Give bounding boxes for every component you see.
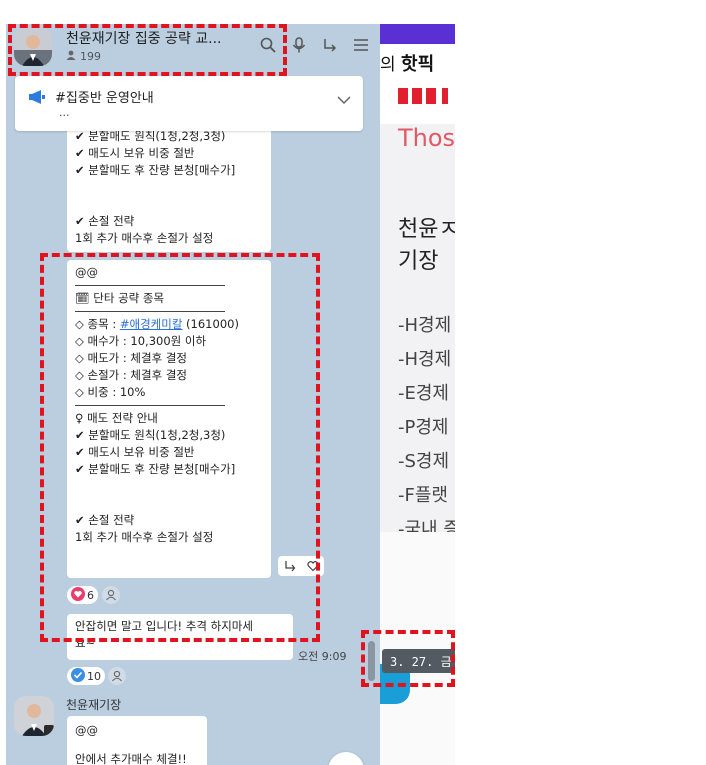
stop-line: 1회 추가 매수후 손절가 설정 — [75, 530, 214, 544]
message-line: @@ — [75, 723, 98, 737]
divider — [75, 285, 225, 286]
mic-icon[interactable] — [290, 36, 308, 54]
message-line: ✔ 분할매도 원칙(1청,2청,3청) — [75, 129, 226, 143]
heart-count: 6 — [87, 588, 94, 602]
mention-text: @@ — [75, 265, 98, 279]
chatroom-title: 천윤재기장 집중 공략 교... — [66, 31, 222, 47]
thos-text: Thos — [398, 124, 455, 152]
message-line: ✔ 매도시 보유 비중 절반 — [75, 146, 195, 160]
chat-panel: 천윤재기장 집중 공략 교... 199 ✔ 분할매도 원칙(1청,2청,3청) — [6, 24, 380, 765]
megaphone-icon — [29, 89, 45, 108]
detail-line: ◇ 손절가 : 체결후 결정 — [75, 368, 187, 382]
detail-line: ◇ 비중 : 10% — [75, 385, 146, 399]
detail-line: ◇ 매수가 : 10,300원 이하 — [75, 334, 207, 348]
heart-reaction[interactable]: 6 — [67, 586, 98, 604]
divider — [75, 405, 225, 406]
member-count-value: 199 — [80, 50, 101, 63]
message-line — [75, 179, 263, 196]
date-chip: 3. 27. 금 — [382, 649, 455, 673]
member-count: 199 — [66, 50, 101, 63]
message-bubble-stock-pick: @@ 🗓 단타 공략 종목 ◇ 종목 : #애경케미칼 (161000) ◇ 매… — [67, 260, 271, 578]
scroll-down-button[interactable] — [328, 752, 364, 765]
stock-code: (161000) — [182, 317, 239, 331]
chat-header: 천윤재기장 집중 공략 교... 199 — [6, 24, 380, 72]
notice-title: #집중반 운영안내 — [55, 91, 154, 106]
reply-like-box — [278, 556, 324, 576]
divider — [75, 311, 225, 312]
heart-icon[interactable] — [306, 557, 319, 576]
search-icon[interactable] — [259, 36, 277, 54]
reaction-person-icon[interactable] — [108, 667, 126, 685]
list-item: -E경제 — [398, 383, 449, 404]
hero-area — [380, 44, 455, 124]
menu-icon[interactable] — [352, 36, 370, 54]
stock-line: ◇ 종목 : #애경케미칼 (161000) — [75, 316, 263, 333]
hot-label: 핫픽 — [401, 54, 435, 75]
message-line: 안잡히면 말고 입니다! 추격 하지마세 — [75, 619, 253, 633]
share-icon[interactable] — [321, 36, 339, 54]
sender-name: 천윤재기장 — [66, 698, 122, 712]
stop-title: ✔ 손절 전략 — [75, 513, 135, 527]
reply-icon[interactable] — [284, 557, 296, 576]
sell-line: ✔ 매도시 보유 비중 절반 — [75, 445, 195, 459]
message-line — [75, 196, 263, 213]
heart-filled-icon — [71, 586, 85, 604]
scrollbar-thumb[interactable] — [368, 641, 375, 681]
hot-pick-heading: 의 핫픽 — [380, 50, 434, 76]
company-list: -H경제 -H경제 -E경제 -P경제 -S경제 -F플랫 -국내 증 — [398, 311, 455, 549]
chatroom-avatar[interactable] — [14, 28, 52, 66]
check-reaction[interactable]: 10 — [67, 667, 105, 685]
sell-line: ✔ 분할매도 원칙(1청,2청,3청) — [75, 428, 226, 442]
notice-banner[interactable]: #집중반 운영안내 ... — [15, 76, 363, 131]
sender-avatar[interactable] — [14, 696, 54, 736]
stock-hashtag-link[interactable]: #애경케미칼 — [119, 317, 183, 331]
list-item: -S경제 — [398, 451, 450, 472]
chevron-down-icon[interactable] — [337, 90, 351, 109]
message-bubble-last: @@ 안에서 추가매수 체결!! — [67, 716, 207, 765]
person-icon — [66, 50, 76, 63]
list-item: -H경제 — [398, 349, 452, 370]
pick-title: 🗓 단타 공략 종목 — [75, 291, 165, 305]
sell-line: ✔ 분할매도 후 잔량 본청[매수가] — [75, 462, 236, 476]
list-item: -H경제 — [398, 315, 452, 336]
sell-header: ♀ 매도 전략 안내 — [75, 411, 158, 425]
check-count: 10 — [87, 669, 101, 683]
list-item: -F플랫 — [398, 485, 448, 506]
message-line: ✔ 분할매도 후 잔량 본청[매수가] — [75, 163, 236, 177]
message-bubble-previous: ✔ 분할매도 원칙(1청,2청,3청) ✔ 매도시 보유 비중 절반 ✔ 분할매… — [67, 124, 271, 252]
red-logo-fragment — [398, 84, 455, 111]
message-line: ✔ 손절 전략 — [75, 214, 135, 228]
purple-banner — [380, 24, 455, 44]
list-item: -P경제 — [398, 417, 449, 438]
check-circle-icon — [71, 667, 85, 685]
lower-area — [380, 532, 455, 765]
background-webpage: 의 핫픽 Thos 천윤ㅈ 기장 -H경제 -H경제 -E경제 -P경제 -S경… — [380, 24, 455, 765]
detail-line: ◇ 매도가 : 체결후 결정 — [75, 351, 187, 365]
message-bubble-warning: 안잡히면 말고 입니다! 추격 하지마세 요~ — [67, 614, 293, 660]
message-line: 안에서 추가매수 체결!! — [75, 752, 187, 765]
reaction-person-icon[interactable] — [102, 586, 120, 604]
message-line: 요~ — [75, 636, 96, 650]
message-line: 1회 추가 매수후 손절가 설정 — [75, 231, 214, 245]
stock-prefix: ◇ 종목 : — [75, 317, 120, 331]
notice-preview: ... — [59, 106, 70, 119]
name-fragment: 천윤ㅈ 기장 — [398, 217, 455, 274]
hot-prefix: 의 — [380, 55, 402, 75]
message-time: 오전 9:09 — [298, 650, 347, 663]
